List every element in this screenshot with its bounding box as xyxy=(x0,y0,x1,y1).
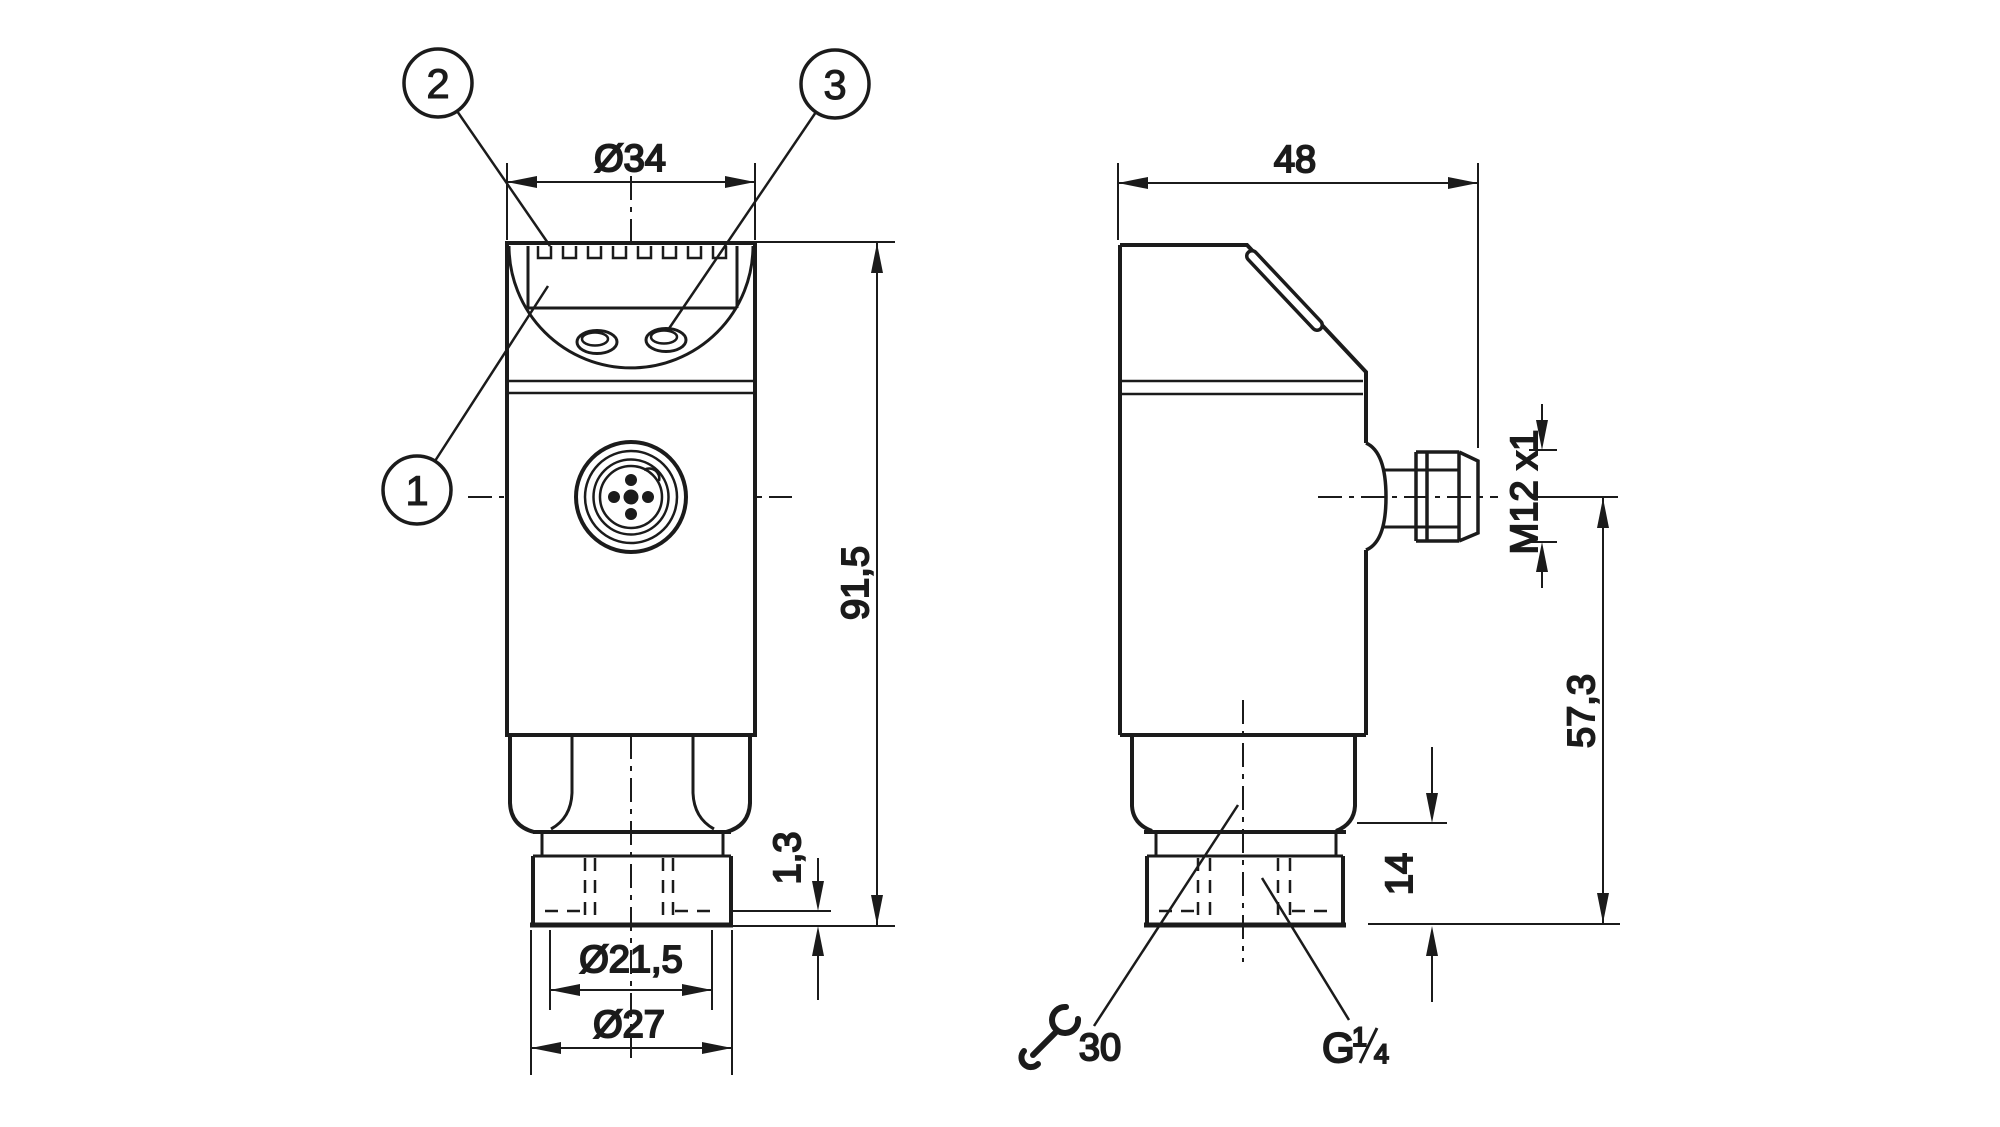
front-body-outline xyxy=(505,241,757,737)
led-ticks xyxy=(536,246,728,260)
process-thread-numerator: 1 xyxy=(1352,1022,1367,1052)
m12-connector-side xyxy=(1365,441,1480,552)
dim-lower-height-label: 57,3 xyxy=(1561,674,1603,748)
side-view xyxy=(1118,243,1498,962)
dim-port-height-label: 14 xyxy=(1379,853,1421,895)
dim-depth-label: 48 xyxy=(1274,139,1316,181)
callout-leds: 2 xyxy=(402,47,552,247)
display-lens-arc xyxy=(507,245,755,370)
dim-connector-thread-label: M12 x1 xyxy=(1504,430,1546,555)
callout-leds-number: 2 xyxy=(426,60,449,107)
process-thread-callout: G 1 4 xyxy=(1260,877,1390,1072)
callout-display: 1 xyxy=(381,285,550,526)
callouts: 1 2 3 xyxy=(381,47,871,526)
connector-stem xyxy=(1384,468,1459,529)
dim-step-height-label: 1,3 xyxy=(767,832,809,885)
connector-pins xyxy=(608,474,654,520)
callout-display-number: 1 xyxy=(405,467,428,514)
wrench-icon xyxy=(1018,1003,1082,1071)
dim-step-height: 1,3 xyxy=(733,831,831,1000)
dim-lower-height: 57,3 xyxy=(1368,496,1620,925)
dim-port-height: 14 xyxy=(1357,747,1447,1002)
dim-total-height-label: 91,5 xyxy=(835,546,877,620)
dim-bore-diameter: Ø21,5 xyxy=(549,930,713,1010)
pushbutton-right xyxy=(644,327,688,353)
dim-total-height: 91,5 xyxy=(733,241,895,927)
front-dimensions: Ø34 91,5 1,3 Ø21,5 Ø27 xyxy=(506,137,895,1075)
connector-nut xyxy=(1414,450,1461,543)
m12-connector-front xyxy=(574,440,688,554)
dim-connector-thread: M12 x1 xyxy=(1503,404,1557,588)
front-hex-nut xyxy=(508,735,752,834)
fraction-slash xyxy=(1358,1027,1379,1064)
pushbutton-left xyxy=(575,329,619,355)
wrench-size-callout: 30 xyxy=(1018,804,1240,1071)
dim-depth: 48 xyxy=(1117,138,1479,448)
callout-buttons: 3 xyxy=(666,48,871,331)
front-hidden-thread xyxy=(545,858,713,916)
process-thread-prefix: G xyxy=(1322,1024,1355,1071)
connector-keyway xyxy=(643,467,661,482)
side-port-body xyxy=(1145,856,1345,925)
wrench-size-label: 30 xyxy=(1079,1027,1121,1069)
side-display-band xyxy=(1245,249,1324,332)
side-dimensions: 48 M12 x1 57,3 14 30 xyxy=(1018,138,1620,1072)
side-hex-nut xyxy=(1130,735,1357,834)
front-hex-flats xyxy=(550,735,715,831)
side-seam-lines xyxy=(1120,379,1363,396)
callout-buttons-number: 3 xyxy=(823,61,846,108)
dim-port-diameter: Ø27 xyxy=(530,930,733,1075)
side-port-neck xyxy=(1147,832,1343,858)
dim-bore-diameter-label: Ø21,5 xyxy=(579,939,683,981)
front-port-body xyxy=(531,856,733,925)
process-thread-denominator: 4 xyxy=(1374,1039,1389,1069)
dim-head-diameter: Ø34 xyxy=(506,137,756,240)
side-hidden-thread xyxy=(1159,858,1329,916)
connector-bell xyxy=(1365,441,1388,552)
connector-tip xyxy=(1458,450,1480,543)
display-window xyxy=(526,246,739,310)
front-seam-lines xyxy=(507,379,755,395)
dim-head-diameter-label: Ø34 xyxy=(594,138,666,180)
dim-port-diameter-label: Ø27 xyxy=(593,1004,665,1046)
front-port-neck xyxy=(533,832,731,858)
side-body-outline xyxy=(1118,243,1368,737)
front-view xyxy=(468,176,792,1058)
